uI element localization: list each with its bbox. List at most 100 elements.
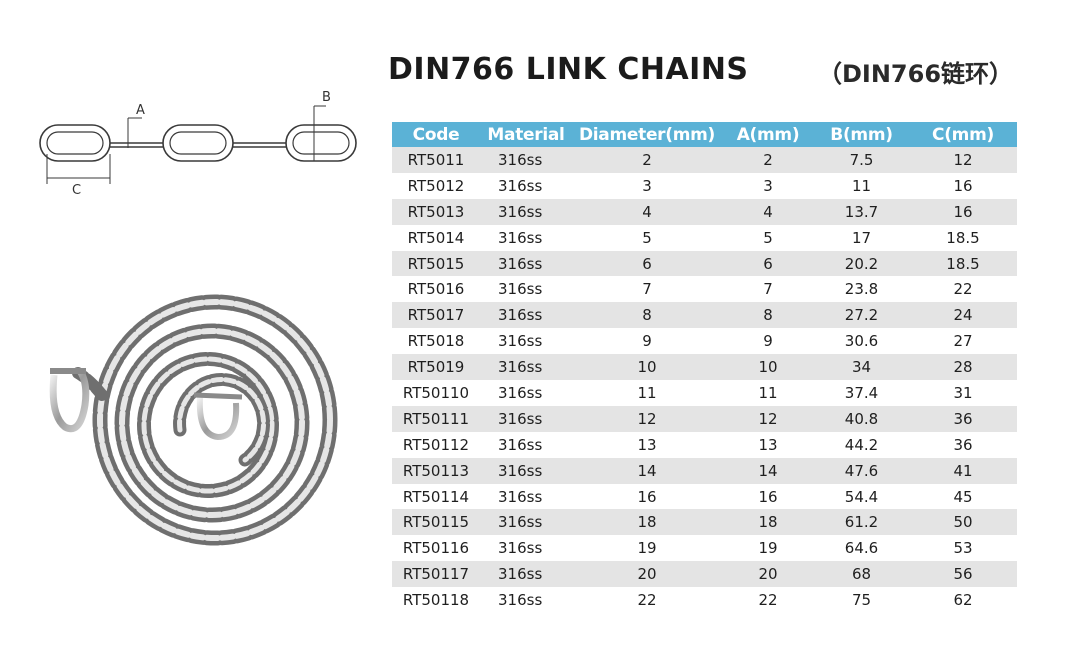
- cell-a: 7: [722, 276, 814, 303]
- cell-c: 50: [909, 509, 1017, 536]
- cell-code: RT50118: [392, 587, 480, 614]
- cell-code: RT50117: [392, 561, 480, 588]
- cell-code: RT50114: [392, 483, 480, 510]
- cell-material: 316ss: [480, 302, 572, 329]
- cell-code: RT5017: [392, 302, 480, 329]
- diagram-link-2: [162, 124, 234, 162]
- cell-b: 20.2: [814, 250, 909, 277]
- cell-material: 316ss: [480, 509, 572, 536]
- col-header-c: C(mm): [909, 122, 1017, 147]
- spec-table: Code Material Diameter(mm) A(mm) B(mm) C…: [392, 122, 1017, 614]
- cell-c: 18.5: [909, 224, 1017, 251]
- cell-a: 8: [722, 302, 814, 329]
- cell-diameter: 8: [572, 302, 722, 329]
- cell-b: 61.2: [814, 509, 909, 536]
- cell-a: 6: [722, 250, 814, 277]
- cell-b: 75: [814, 587, 909, 614]
- cell-material: 316ss: [480, 587, 572, 614]
- cell-material: 316ss: [480, 224, 572, 251]
- cell-c: 36: [909, 431, 1017, 458]
- cell-code: RT5011: [392, 147, 480, 173]
- cell-diameter: 13: [572, 431, 722, 458]
- cell-c: 56: [909, 561, 1017, 588]
- cell-diameter: 19: [572, 535, 722, 562]
- cell-a: 19: [722, 535, 814, 562]
- chain-dimension-diagram: A B C: [39, 90, 357, 198]
- cell-material: 316ss: [480, 431, 572, 458]
- cell-material: 316ss: [480, 328, 572, 355]
- cell-material: 316ss: [480, 380, 572, 406]
- cell-b: 40.8: [814, 405, 909, 432]
- cell-a: 5: [722, 224, 814, 251]
- cell-c: 62: [909, 587, 1017, 614]
- dimension-label-a: A: [136, 103, 145, 118]
- cell-b: 11: [814, 172, 909, 199]
- cell-b: 37.4: [814, 380, 909, 406]
- cell-diameter: 7: [572, 276, 722, 303]
- dimension-label-b: B: [322, 90, 331, 105]
- outer-shackle: [49, 368, 90, 433]
- cell-c: 12: [909, 147, 1017, 173]
- cell-b: 23.8: [814, 276, 909, 303]
- cell-code: RT50115: [392, 509, 480, 536]
- coiled-chain-photo: [49, 294, 338, 546]
- cell-c: 22: [909, 276, 1017, 303]
- cell-a: 22: [722, 587, 814, 614]
- cell-code: RT50116: [392, 535, 480, 562]
- dimension-label-c: C: [72, 183, 81, 198]
- cell-b: 68: [814, 561, 909, 588]
- inner-shackle: [193, 392, 243, 441]
- cell-b: 17: [814, 224, 909, 251]
- cell-a: 2: [722, 147, 814, 173]
- cell-diameter: 9: [572, 328, 722, 355]
- cell-material: 316ss: [480, 457, 572, 484]
- cell-a: 9: [722, 328, 814, 355]
- cell-a: 10: [722, 354, 814, 381]
- cell-material: 316ss: [480, 172, 572, 199]
- cell-material: 316ss: [480, 147, 572, 173]
- cell-c: 45: [909, 483, 1017, 510]
- col-header-a: A(mm): [722, 122, 814, 147]
- cell-b: 30.6: [814, 328, 909, 355]
- cell-b: 64.6: [814, 535, 909, 562]
- cell-code: RT5015: [392, 250, 480, 277]
- page-subtitle: （DIN766链环）: [818, 60, 1014, 88]
- cell-c: 18.5: [909, 250, 1017, 277]
- cell-c: 36: [909, 405, 1017, 432]
- cell-diameter: 2: [572, 147, 722, 173]
- cell-c: 53: [909, 535, 1017, 562]
- cell-material: 316ss: [480, 198, 572, 225]
- cell-a: 12: [722, 405, 814, 432]
- diagram-link-3: [285, 124, 357, 162]
- cell-material: 316ss: [480, 405, 572, 432]
- cell-b: 7.5: [814, 147, 909, 173]
- cell-c: 27: [909, 328, 1017, 355]
- cell-code: RT5013: [392, 198, 480, 225]
- cell-material: 316ss: [480, 354, 572, 381]
- cell-diameter: 10: [572, 354, 722, 381]
- col-header-material: Material: [480, 122, 572, 147]
- cell-diameter: 11: [572, 380, 722, 406]
- cell-code: RT5012: [392, 172, 480, 199]
- cell-material: 316ss: [480, 561, 572, 588]
- col-header-diameter: Diameter(mm): [572, 122, 722, 147]
- cell-a: 11: [722, 380, 814, 406]
- cell-diameter: 20: [572, 561, 722, 588]
- cell-material: 316ss: [480, 276, 572, 303]
- cell-diameter: 5: [572, 224, 722, 251]
- cell-code: RT50112: [392, 431, 480, 458]
- col-header-code: Code: [392, 122, 480, 147]
